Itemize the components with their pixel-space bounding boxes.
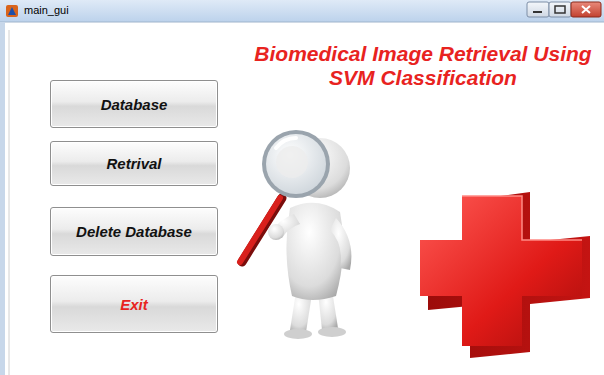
window-title: main_gui — [24, 4, 69, 16]
push-button: Database — [50, 80, 218, 128]
app-title: Biomedical Image Retrieval Using SVM Cla… — [248, 42, 598, 90]
button-label: Delete Database — [76, 223, 192, 240]
button-label: Exit — [120, 296, 148, 313]
push-button: Exit — [50, 275, 218, 333]
push-button: Retrival — [50, 141, 218, 186]
push-button: Delete Database — [50, 207, 218, 256]
button-label: Retrival — [106, 155, 161, 172]
button-label: Database — [101, 96, 168, 113]
